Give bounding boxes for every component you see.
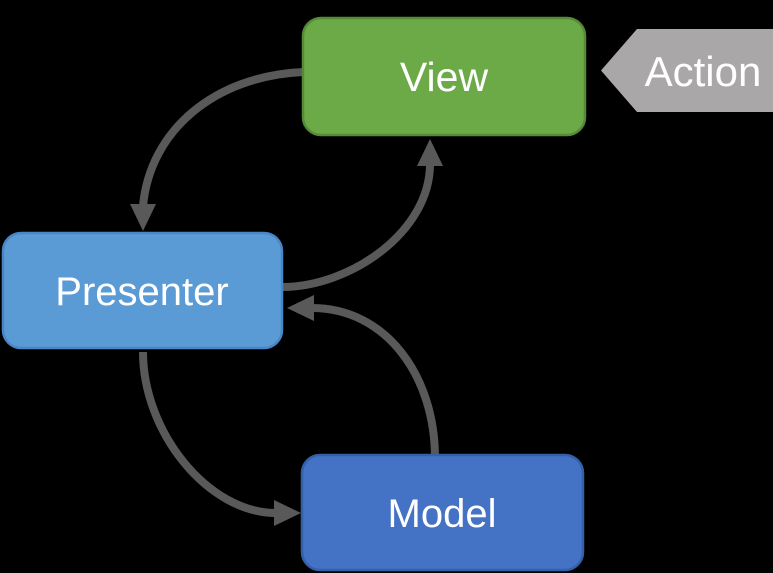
edge-model-to-presenter bbox=[311, 304, 439, 459]
edge-presenter-to-view bbox=[281, 163, 434, 291]
arrowhead-presenter-to-view bbox=[417, 139, 443, 166]
node-action: Action bbox=[601, 29, 773, 112]
node-presenter: Presenter bbox=[1, 231, 284, 350]
arrowhead-presenter-to-model bbox=[274, 500, 301, 526]
view-label: View bbox=[400, 54, 489, 100]
edge-view-to-presenter bbox=[139, 68, 304, 207]
arrowhead-view-to-presenter bbox=[130, 204, 156, 231]
node-view: View bbox=[301, 16, 587, 137]
action-arrow-shape bbox=[601, 29, 773, 112]
action-label: Action bbox=[645, 48, 762, 95]
node-model: Model bbox=[300, 453, 585, 572]
arrowhead-model-to-presenter bbox=[287, 295, 314, 321]
edge-presenter-to-model bbox=[139, 351, 277, 517]
presenter-box bbox=[1, 231, 284, 350]
view-box bbox=[301, 16, 587, 137]
model-label: Model bbox=[388, 492, 497, 536]
presenter-label: Presenter bbox=[55, 270, 228, 314]
model-box bbox=[300, 453, 585, 572]
